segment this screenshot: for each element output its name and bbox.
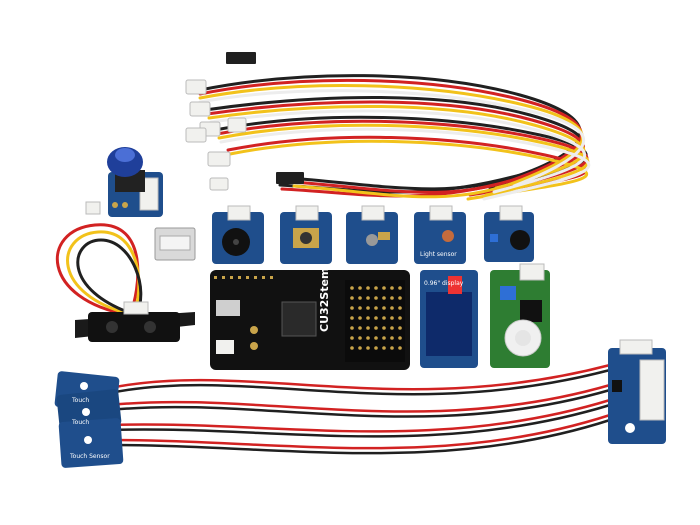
light-sensor-module: Light sensor (414, 205, 466, 264)
oled-display-module: 0.96" display (420, 270, 478, 368)
ir-distance-sensor (55, 201, 195, 342)
i2c-hub-module (608, 339, 666, 444)
usb-connector (154, 227, 196, 261)
pir-motion-module (490, 263, 550, 368)
touch-label-3: Touch Sensor (69, 453, 110, 460)
cable-bundle (198, 74, 591, 201)
oled-label: 0.96" display (424, 280, 464, 287)
touch-label-1: Touch (71, 397, 89, 404)
buzzer-module (212, 205, 264, 264)
touch-label-2: Touch (71, 419, 89, 426)
led-module (346, 205, 398, 264)
touch-sensor-stack: Touch Touch Touch Sensor (54, 371, 124, 468)
rotary-potentiometer (107, 147, 163, 217)
cable-connectors (185, 52, 304, 191)
board-label: CU32Stem (318, 268, 331, 332)
twisted-cables (109, 363, 611, 455)
light-sensor-label: Light sensor (420, 251, 457, 258)
button-module (280, 205, 332, 264)
main-controller-board: CU32Stem (210, 268, 410, 370)
sound-sensor-module (484, 205, 534, 262)
